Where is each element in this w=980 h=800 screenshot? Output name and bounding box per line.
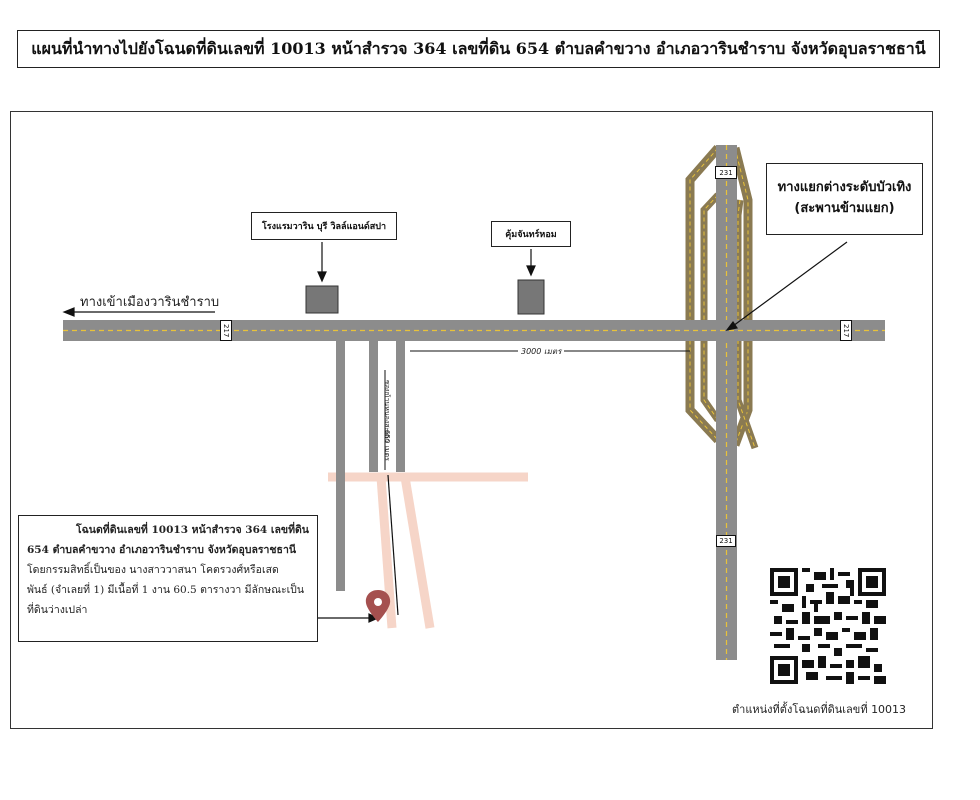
plot-info-box: โฉนดที่ดินเลขที่ 10013 หน้าสำรวจ 364 เลข… — [18, 515, 318, 642]
to-city-label: ทางเข้าเมืองวารินชำราบ — [80, 295, 220, 310]
side-road-soi-b — [396, 341, 405, 472]
interchange-name: ทางแยกต่างระดับบัวเทิง — [777, 180, 912, 196]
road-231 — [716, 145, 737, 660]
info-line-5: ที่ดินว่างเปล่า — [27, 604, 88, 616]
sand-road-left-branch — [376, 476, 397, 629]
route-shield-bottom: 231 — [716, 535, 736, 547]
route-shield-right: 217 — [840, 320, 852, 341]
sand-road-right-branch — [400, 476, 435, 629]
side-road-soi-a — [369, 341, 378, 472]
route-shield-left: 217 — [220, 320, 232, 341]
route-shield-top: 231 — [715, 166, 737, 179]
hotel-label: โรงแรมวาริน บุรี วิลล์แอนด์สปา — [251, 212, 397, 240]
restaurant-label: คุ้มจันทร์หอม — [491, 221, 571, 247]
info-line-1: โฉนดที่ดินเลขที่ 10013 หน้าสำรวจ 364 เลข… — [75, 524, 309, 536]
info-pointer — [318, 613, 380, 623]
qr-code-icon — [770, 568, 886, 684]
interchange-label: ทางแยกต่างระดับบัวเทิง (สะพานข้ามแยก) — [766, 163, 923, 235]
info-line-3: โดยกรรมสิทธิ์เป็นของ นางสาววาสนา โคตรวงศ… — [27, 564, 279, 576]
landmark-arrows — [317, 242, 536, 283]
interchange-ramps — [685, 145, 759, 450]
location-pin-icon — [365, 590, 391, 622]
distance-main-label: 3000 เมตร — [518, 345, 565, 358]
side-road-left — [336, 341, 345, 591]
road-217 — [63, 320, 885, 341]
to-city-arrow — [62, 307, 215, 317]
page-title: แผนที่นำทางไปยังโฉนดที่ดินเลขที่ 10013 ห… — [17, 30, 940, 68]
interchange-subname: (สะพานข้ามแยก) — [794, 201, 895, 216]
location-caption: ตำแหน่งที่ตั้งโฉนดที่ดินเลขที่ 10013 — [732, 703, 907, 716]
info-line-2: 654 ตำบลคำขวาง อำเภอวารินชำราบ จังหวัดอุ… — [27, 544, 297, 556]
hotel-building — [305, 285, 339, 314]
map-frame — [10, 111, 933, 729]
interchange-pointer — [725, 241, 848, 331]
info-line-4: พันธ์ (จำเลยที่ 1) มีเนื้อที่ 1 งาน 60.5… — [27, 584, 305, 596]
distance-side-label: 650 เมตร — [383, 430, 391, 461]
path-to-plot — [387, 474, 399, 616]
restaurant-building — [517, 279, 545, 315]
